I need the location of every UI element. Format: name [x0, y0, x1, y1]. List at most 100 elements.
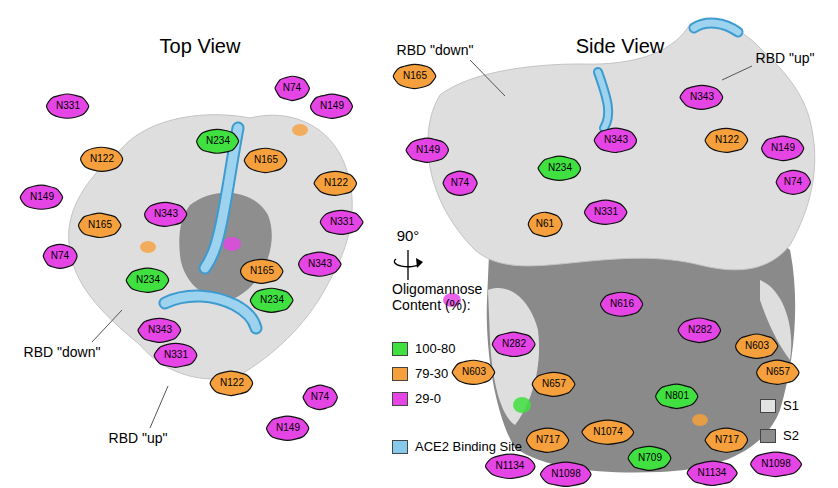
- legend-swatch: [760, 429, 776, 443]
- glycan-node: N331: [584, 200, 627, 225]
- glycan-label: N603: [745, 340, 769, 352]
- glycan-outline: [211, 371, 254, 396]
- glycan-label: N616: [610, 298, 634, 310]
- glycan-label: N603: [462, 366, 486, 378]
- ace2-site: [694, 23, 738, 32]
- region-label: RBD "up": [109, 430, 168, 446]
- glycan-label: N709: [638, 452, 662, 464]
- glycan-unlabeled: [140, 241, 156, 253]
- legend-swatch: [392, 342, 408, 356]
- glycan-node: N74: [776, 170, 810, 195]
- glycan-unlabeled: [292, 124, 308, 136]
- glycan-outline: [81, 147, 123, 171]
- glycan-outline: [527, 428, 569, 452]
- glycan-node: N165: [244, 148, 287, 173]
- legend-swatch: [760, 399, 776, 413]
- glycan-label: N1134: [698, 467, 727, 479]
- legend-text: 29-0: [415, 391, 441, 407]
- glycan-outline: [315, 171, 357, 195]
- glycan-node: N1098: [540, 462, 592, 487]
- glycan-node: N657: [532, 372, 575, 397]
- ace2-site: [598, 72, 608, 128]
- glycan-outline: [145, 202, 187, 226]
- glycan-outline: [303, 385, 337, 409]
- glycan-label: N74: [784, 176, 802, 188]
- glycan-outline: [267, 416, 309, 440]
- glycan-label: N1074: [593, 426, 622, 438]
- glycan-node: N1074: [582, 420, 634, 445]
- glycan-outline: [539, 156, 581, 180]
- glycan-node: N234: [538, 156, 581, 181]
- view-title: Top View: [160, 35, 241, 58]
- glycan-outline: [585, 200, 627, 224]
- glycan-node: N74: [443, 171, 477, 196]
- glycan-node: N1134: [687, 461, 738, 486]
- glycan-node: N331: [320, 210, 363, 235]
- glycan-outline: [43, 244, 77, 268]
- glycan-outline: [687, 461, 737, 485]
- ace2-site: [598, 72, 608, 128]
- glycan-unlabeled: [513, 397, 531, 413]
- glycan-node: N1098: [750, 452, 802, 477]
- glycan-outline: [681, 85, 724, 109]
- glycan-outline: [197, 129, 239, 153]
- legend-text: S1: [783, 398, 799, 414]
- glycan-node: N343: [144, 202, 187, 227]
- glycan-node: N717: [526, 428, 569, 453]
- glycan-outline: [541, 462, 592, 486]
- glycan-label: N149: [276, 422, 300, 434]
- glycan-outline: [321, 210, 364, 234]
- glycan-node: N717: [705, 428, 748, 453]
- legend-row: S1: [760, 398, 799, 414]
- glycan-label: N1098: [761, 458, 790, 470]
- glycan-label: N122: [715, 134, 739, 146]
- glycan-node: N657: [756, 360, 799, 385]
- glycan-node: N603: [735, 334, 778, 359]
- glycan-label: N149: [416, 144, 440, 156]
- glycan-label: N331: [330, 216, 354, 228]
- glycan-label: N343: [690, 91, 714, 103]
- glycan-label: N717: [536, 434, 560, 446]
- glycan-node: N122: [314, 171, 357, 196]
- glycan-label: N343: [604, 134, 628, 146]
- legend-text: 79-30: [415, 366, 448, 382]
- glycan-node: N149: [406, 138, 449, 163]
- glycan-node: N282: [678, 318, 721, 343]
- glycan-node: N801: [655, 384, 698, 409]
- glycan-outline: [776, 170, 810, 194]
- glycan-outline: [241, 259, 283, 283]
- glycan-label: N717: [715, 434, 739, 446]
- glycan-node: N149: [761, 136, 804, 161]
- glycan-label: N165: [254, 154, 278, 166]
- glycan-node: N149: [310, 94, 353, 119]
- glycan-label: N165: [403, 70, 427, 82]
- glycan-label: N343: [148, 324, 172, 336]
- legend-row: S2: [760, 428, 799, 444]
- glycan-node: N149: [266, 416, 309, 441]
- glycan-label: N74: [283, 82, 301, 94]
- glycan-label: N234: [206, 135, 230, 147]
- glycan-outline: [762, 136, 804, 161]
- glycan-outline: [453, 360, 496, 384]
- rotation-arrow: [394, 259, 420, 267]
- glycan-node: N234: [126, 268, 169, 293]
- glycan-label: N331: [594, 206, 618, 218]
- glycan-label: N1134: [496, 460, 525, 472]
- glycan-label: N165: [88, 219, 112, 231]
- glycan-label: N234: [260, 294, 284, 306]
- glycan-label: N122: [220, 377, 244, 389]
- legend-row: ACE2 Binding Site: [392, 439, 522, 455]
- glycan-node: N603: [452, 360, 495, 385]
- glycan-label: N1098: [551, 468, 580, 480]
- glycan-outline: [736, 334, 778, 358]
- glycan-outline: [299, 252, 341, 276]
- glycan-unlabeled: [692, 414, 708, 426]
- glycan-node: N331: [46, 94, 89, 119]
- glycan-outline: [127, 268, 169, 292]
- legend-swatch: [392, 367, 408, 381]
- glycan-outline: [706, 128, 749, 152]
- s1-surface: [69, 115, 353, 379]
- glycan-outline: [443, 171, 477, 195]
- glycan-node: N122: [80, 147, 123, 172]
